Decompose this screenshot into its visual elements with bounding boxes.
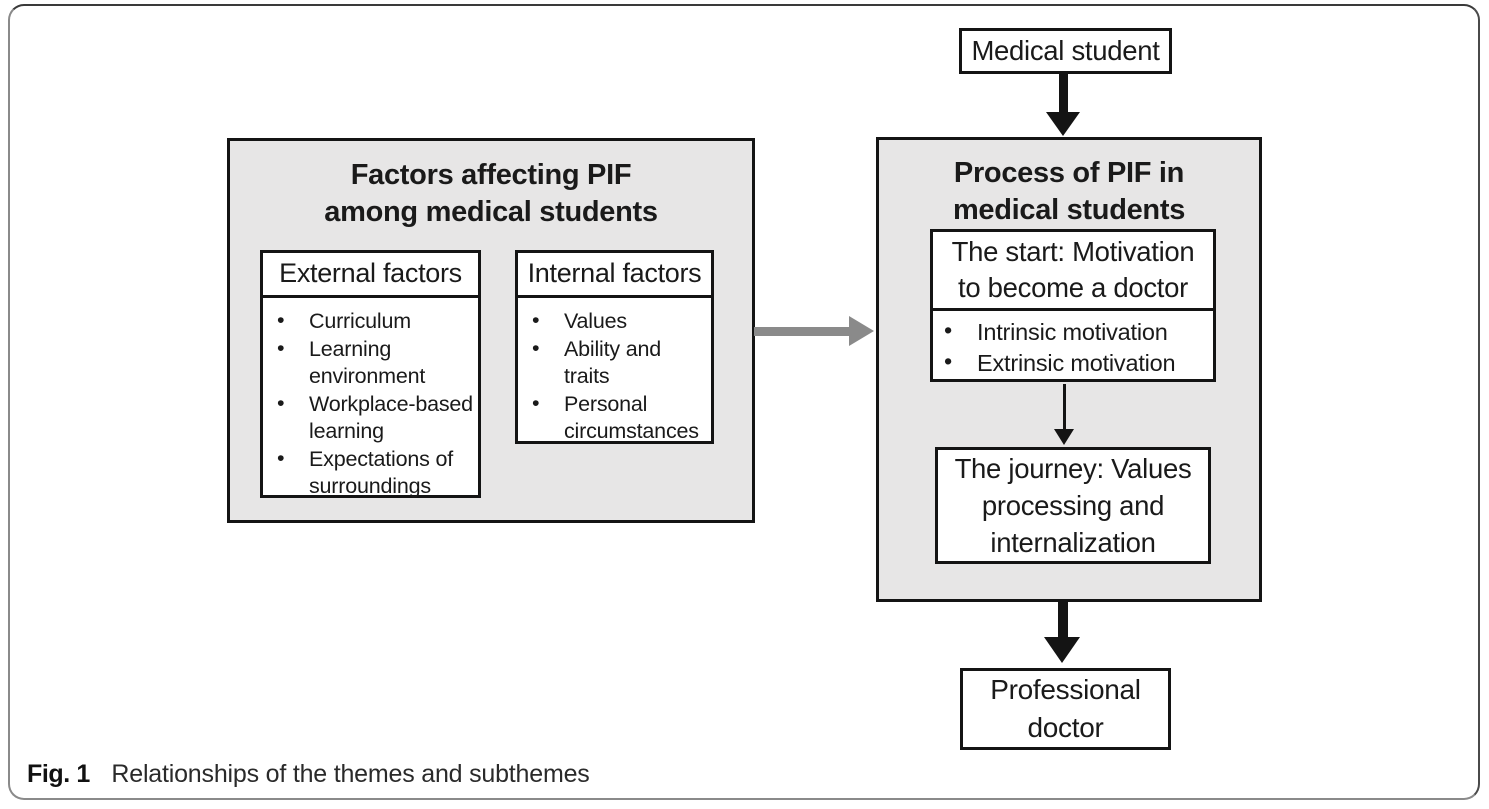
arrow-down-start-to-journey-head-icon	[1054, 429, 1074, 445]
journey-line2: processing and	[981, 490, 1165, 521]
internal-factors-box: Internal factors Values Ability and trai…	[515, 250, 714, 444]
internal-factors-header: Internal factors	[518, 253, 711, 298]
journey-box: The journey: Values processing and inter…	[935, 447, 1211, 564]
external-factors-header: External factors	[263, 253, 478, 298]
arrow-down-process-to-doctor-shaft	[1058, 601, 1068, 638]
factors-group-title: Factors affecting PIF among medical stud…	[230, 157, 752, 231]
figure-caption-label: Fig. 1	[27, 760, 90, 788]
start-motivation-list: Intrinsic motivation Extrinsic motivatio…	[933, 315, 1213, 379]
process-title-line1: Process of PIF in	[953, 157, 1185, 189]
professional-doctor-line2: doctor	[1027, 712, 1104, 743]
professional-doctor-box: Professional doctor	[960, 668, 1171, 750]
journey-line3: internalization	[990, 527, 1156, 558]
figure-frame	[8, 4, 1480, 800]
arrow-down-student-to-process-head-icon	[1046, 112, 1080, 136]
process-title-line2: medical students	[952, 194, 1186, 226]
journey-line1: The journey: Values	[954, 453, 1192, 484]
arrow-down-student-to-process-shaft	[1059, 72, 1068, 114]
list-item: Personal circumstances	[518, 390, 711, 446]
arrow-right-factors-to-process-shaft	[754, 327, 851, 336]
list-item: Workplace-based learning	[263, 390, 478, 446]
list-item: Values	[518, 307, 711, 336]
list-item: Extrinsic motivation	[933, 346, 1213, 379]
external-factors-box: External factors Curriculum Learning env…	[260, 250, 481, 498]
medical-student-box: Medical student	[959, 28, 1172, 74]
factors-title-line2: among medical students	[324, 196, 658, 228]
list-item: Intrinsic motivation	[933, 315, 1213, 348]
arrow-down-start-to-journey-shaft	[1063, 384, 1066, 430]
list-item: Curriculum	[263, 307, 478, 336]
arrow-down-process-to-doctor-head-icon	[1044, 637, 1080, 663]
figure-caption-text: Relationships of the themes and subtheme…	[111, 760, 590, 788]
start-header-line1: The start: Motivation	[951, 236, 1195, 267]
start-motivation-box: The start: Motivation to become a doctor…	[930, 229, 1216, 382]
start-motivation-header: The start: Motivation to become a doctor	[933, 232, 1213, 311]
factors-title-line1: Factors affecting PIF	[350, 159, 632, 191]
list-item: Expectations of surroundings	[263, 445, 478, 501]
start-header-line2: to become a doctor	[957, 272, 1188, 303]
process-group-title: Process of PIF in medical students	[879, 155, 1259, 229]
list-item: Ability and traits	[518, 335, 711, 391]
external-factors-list: Curriculum Learning environment Workplac…	[263, 307, 478, 501]
figure-caption: Fig. 1 Relationships of the themes and s…	[27, 760, 590, 789]
arrow-right-factors-to-process-head-icon	[849, 316, 874, 346]
internal-factors-list: Values Ability and traits Personal circu…	[518, 307, 711, 446]
medical-student-label: Medical student	[971, 35, 1160, 66]
list-item: Learning environment	[263, 335, 478, 391]
professional-doctor-line1: Professional	[990, 674, 1141, 705]
